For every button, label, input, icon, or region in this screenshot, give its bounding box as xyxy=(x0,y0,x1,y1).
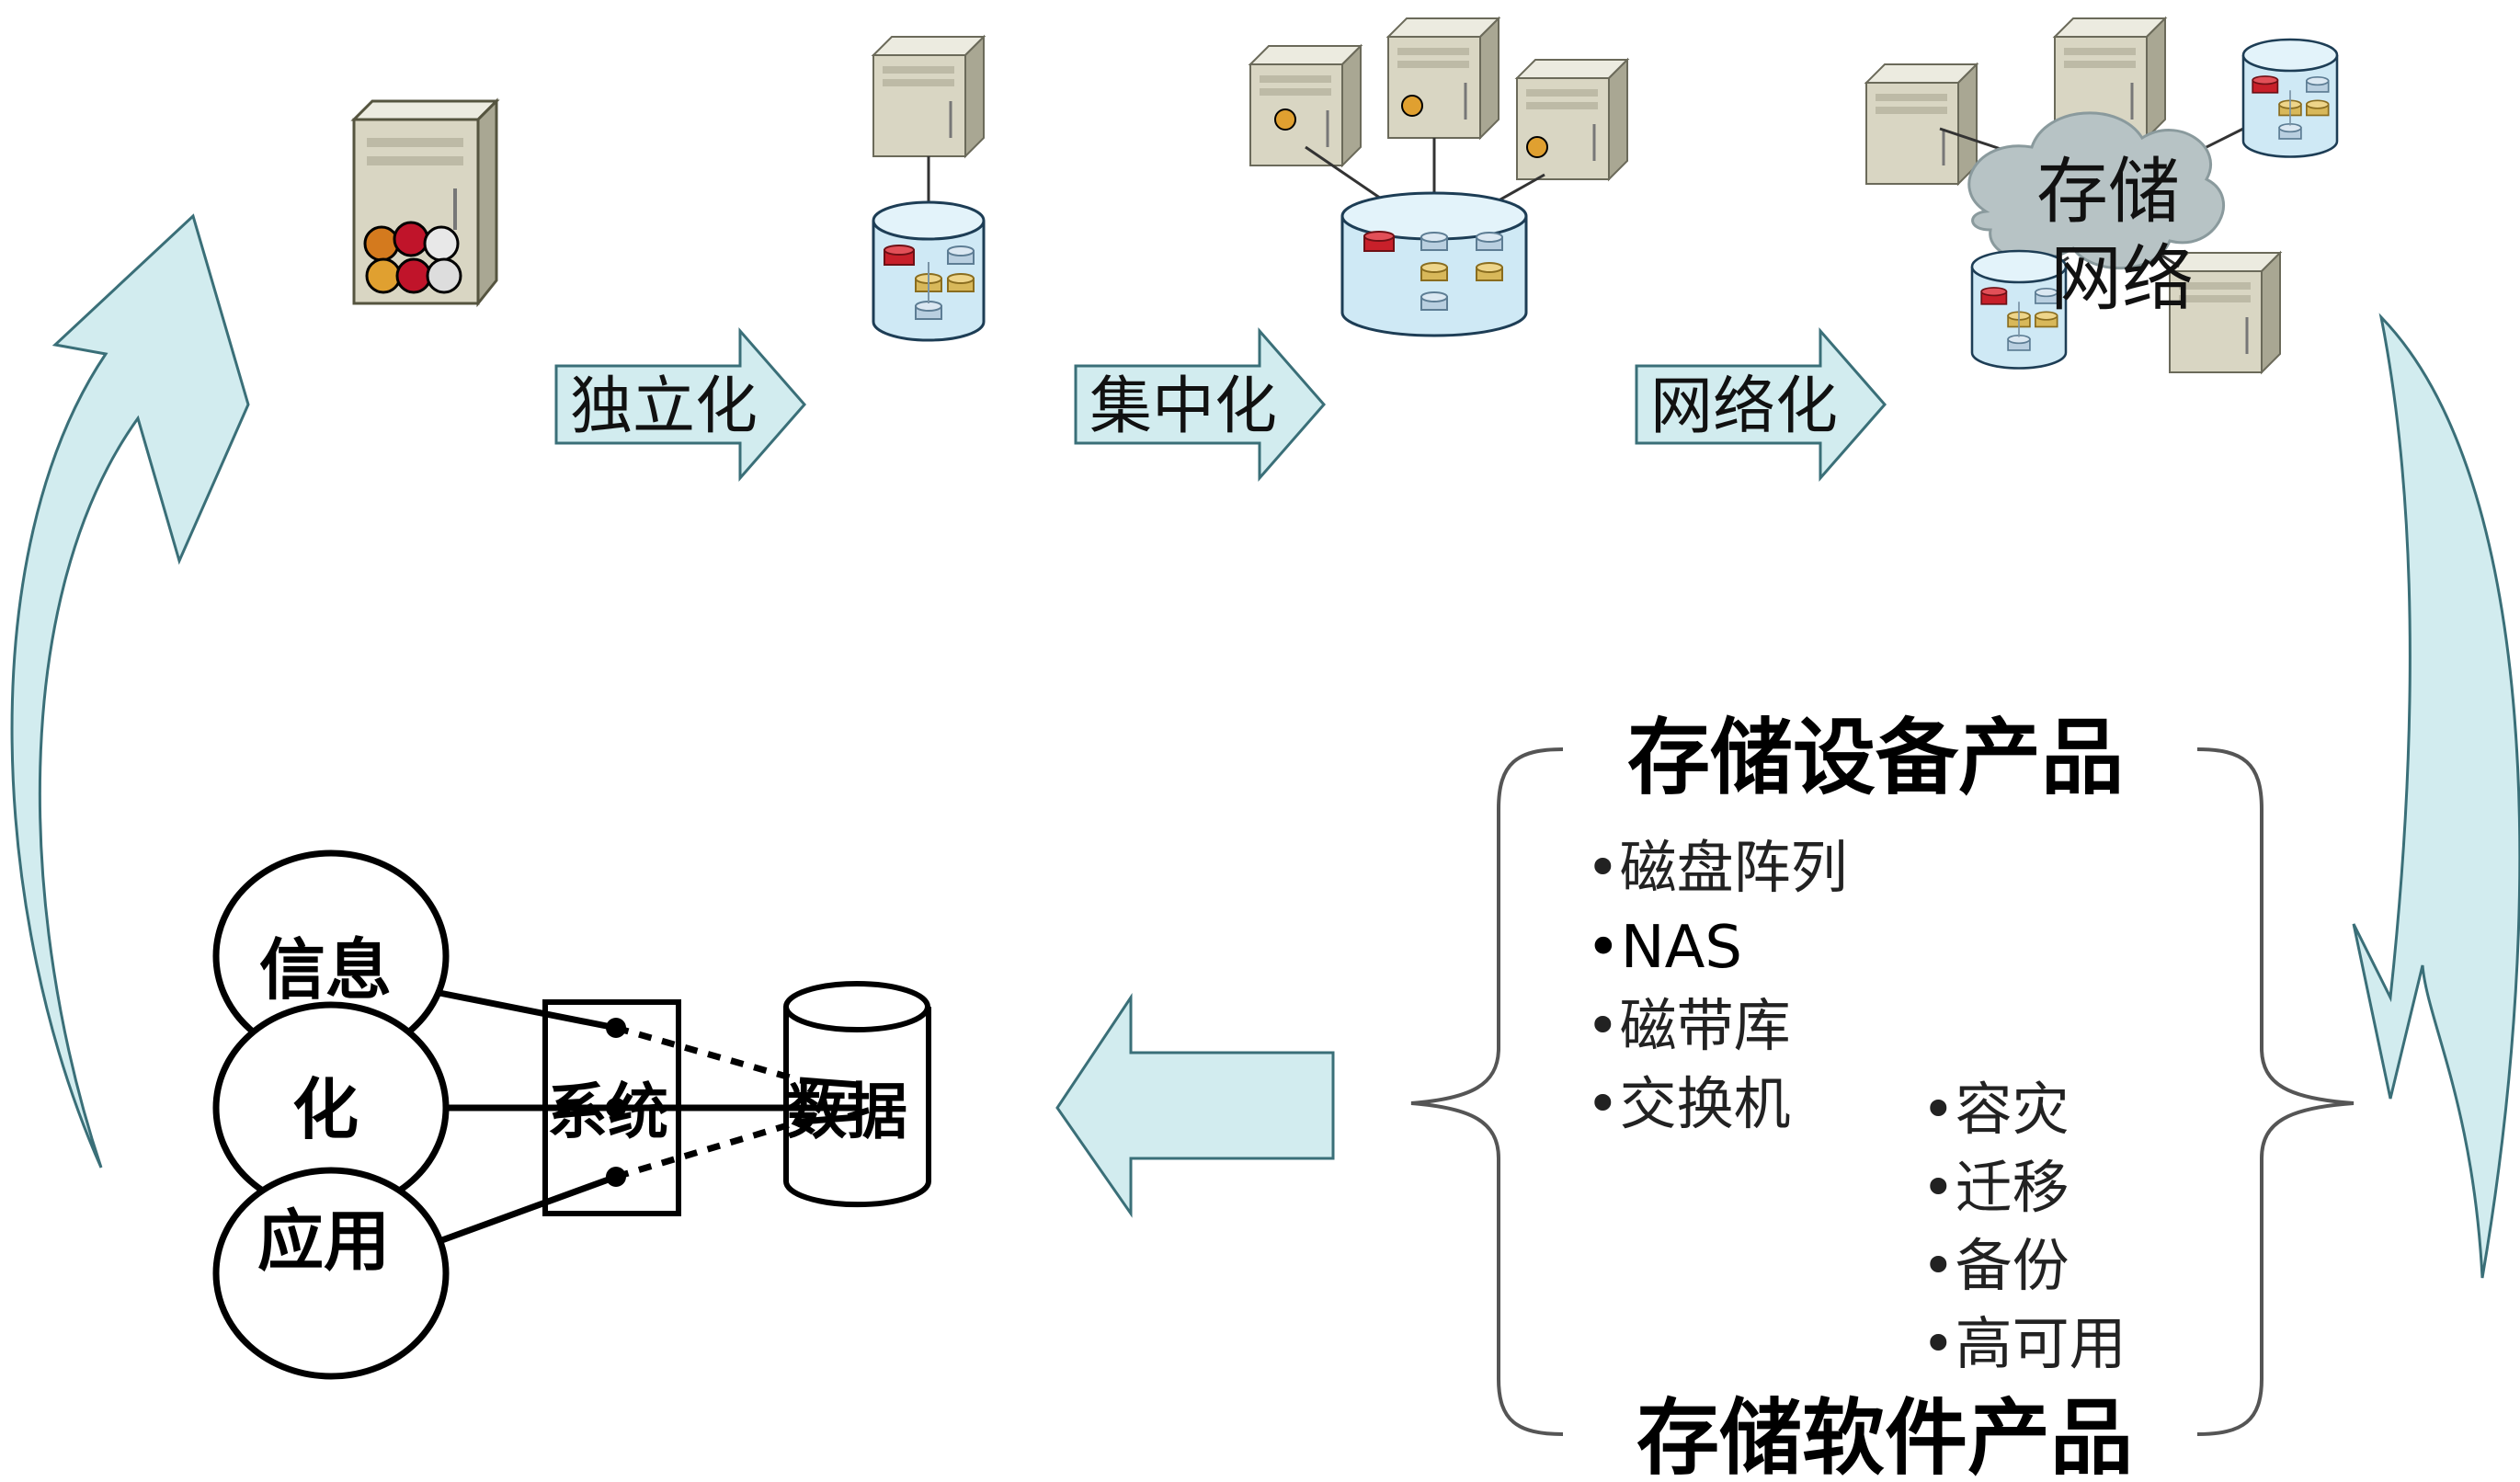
software-item-disaster-recovery: •容灾 xyxy=(1921,1076,2070,1143)
data-cylinder-label: 数据 xyxy=(786,1077,907,1147)
device-item-tape-library: •磁带库 xyxy=(1586,992,1791,1059)
left-curved-arrow xyxy=(10,213,250,1168)
software-item-high-availability: •高可用 xyxy=(1921,1310,2127,1377)
right-brace xyxy=(2196,747,2355,1436)
information-application-diagram: 信息 化 应用 系统 数据 xyxy=(212,849,931,1380)
storage-network-cloud-label-1: 存储 xyxy=(2036,151,2180,234)
storage-software-products-heading: 存储软件产品 xyxy=(1636,1389,2133,1482)
networked-stage-label: 网络化 xyxy=(1650,370,1838,443)
centralized-stage-arrow: 集中化 xyxy=(1074,329,1326,480)
centralized-storage-icon xyxy=(1249,17,1629,337)
storage-network-icon: 存储 网络 xyxy=(1864,17,2337,374)
standalone-server-icon xyxy=(350,97,500,308)
centralized-stage-label: 集中化 xyxy=(1089,370,1277,443)
device-item-disk-array: •磁盘阵列 xyxy=(1586,834,1848,901)
application-circle xyxy=(212,1167,450,1380)
networked-stage-arrow: 网络化 xyxy=(1635,329,1887,480)
standalone-storage-icon xyxy=(872,35,986,340)
application-circle-label: 应用 xyxy=(257,1203,390,1280)
device-item-switch: •交换机 xyxy=(1586,1070,1791,1137)
storage-device-products-heading: 存储设备产品 xyxy=(1627,709,2124,806)
system-box-label: 系统 xyxy=(547,1077,668,1147)
storage-products-block: 存储设备产品 存储软件产品 •磁盘阵列 •NAS •磁带库 •交换机 •容灾 •… xyxy=(1410,709,2355,1482)
storage-network-cloud-label-2: 网络 xyxy=(2050,238,2194,321)
software-item-backup: •备份 xyxy=(1921,1232,2070,1299)
left-brace xyxy=(1410,747,1564,1436)
standalone-stage-arrow: 独立化 xyxy=(554,329,806,480)
transform-circle-label: 化 xyxy=(292,1071,359,1148)
info-circle-label: 信息 xyxy=(259,931,392,1009)
software-item-migration: •迁移 xyxy=(1921,1154,2070,1221)
device-item-nas: •NAS xyxy=(1586,914,1742,982)
right-curved-arrow xyxy=(2352,313,2520,1279)
products-to-applications-arrow xyxy=(1055,993,1335,1218)
standalone-stage-label: 独立化 xyxy=(570,370,758,443)
